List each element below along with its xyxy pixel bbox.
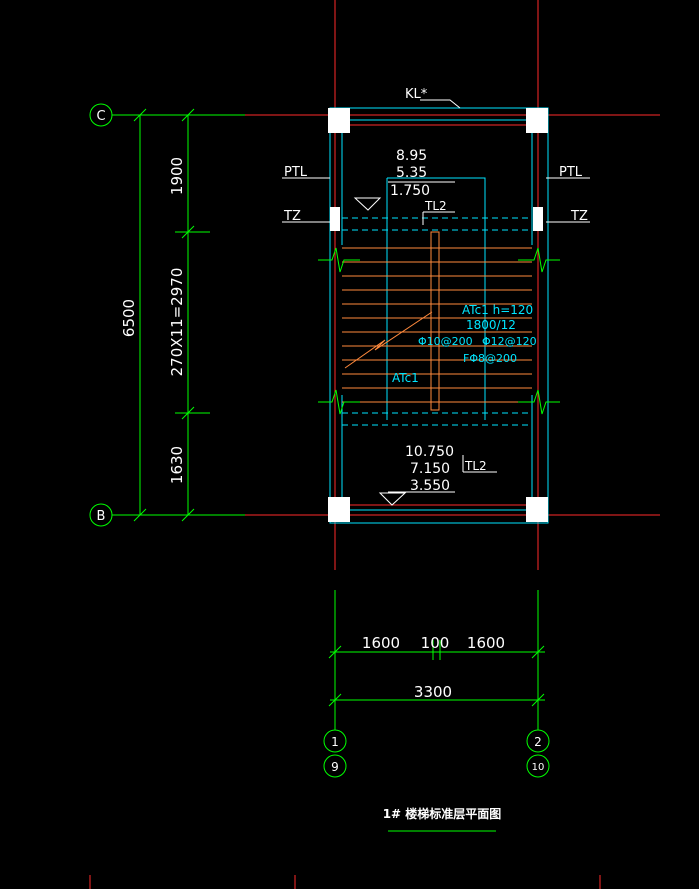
dim-left-flight: 1600 [362, 634, 400, 652]
column-b1 [328, 497, 350, 522]
stair-walls [329, 107, 549, 524]
outer-wall [329, 107, 549, 524]
elev-top-3: 1.750 [390, 183, 430, 199]
elev-bottom-2: 7.150 [410, 461, 450, 477]
drawing-title: 1# 楼梯标准层平面图 [383, 806, 502, 821]
vertical-dimensions [130, 108, 245, 522]
dim-total-width: 3300 [414, 683, 452, 701]
columns [328, 108, 548, 522]
flight-note-4: Φ12@120 [482, 335, 537, 348]
column-c1 [328, 108, 350, 133]
dim-bottom-landing: 1630 [168, 446, 186, 484]
axis-label-1: 1 [331, 735, 339, 749]
column-b2 [526, 497, 548, 522]
dim-flight: 270X11=2970 [168, 268, 186, 377]
elev-top-1: 8.95 [396, 148, 427, 164]
stair-steps [342, 231, 532, 411]
label-ptl-right: PTL [559, 165, 583, 180]
flight-note-2: 1800/12 [466, 318, 516, 332]
label-tz-left: TZ [283, 209, 301, 224]
axis-label-10: 10 [532, 762, 545, 773]
column-tz-right [533, 207, 543, 231]
dim-well: 100 [421, 634, 450, 652]
axis-lines [89, 0, 660, 889]
beam-label-kl: KL* [405, 87, 428, 102]
flight-note-3: Φ10@200 [418, 335, 473, 348]
axis-bubble-10 [526, 754, 550, 778]
axis-label-b: B [97, 509, 106, 524]
dim-right-flight: 1600 [467, 634, 505, 652]
flight-note-5: FΦ8@200 [463, 352, 517, 365]
label-tz-right: TZ [570, 209, 588, 224]
elev-top-2: 5.35 [396, 165, 427, 181]
column-c2 [526, 108, 548, 133]
axis-label-2: 2 [534, 735, 542, 749]
flight-label: ATc1 [392, 371, 419, 385]
label-ptl-left: PTL [284, 165, 308, 180]
column-tz-left [330, 207, 340, 231]
flight-note-1: ATc1 h=120 [462, 303, 533, 317]
break-marks [318, 247, 560, 415]
elev-bottom-3: 3.550 [410, 478, 450, 494]
axis-label-9: 9 [331, 760, 339, 774]
label-tl2-top: TL2 [424, 199, 447, 213]
horizontal-dimensions [328, 640, 545, 707]
axis-label-c: C [96, 109, 105, 124]
label-tl2-bottom: TL2 [464, 459, 487, 473]
axis-bubble-9 [323, 754, 347, 778]
dim-total-height: 6500 [120, 299, 138, 337]
elev-bottom-1: 10.750 [405, 444, 454, 460]
dim-top-landing: 1900 [168, 157, 186, 195]
